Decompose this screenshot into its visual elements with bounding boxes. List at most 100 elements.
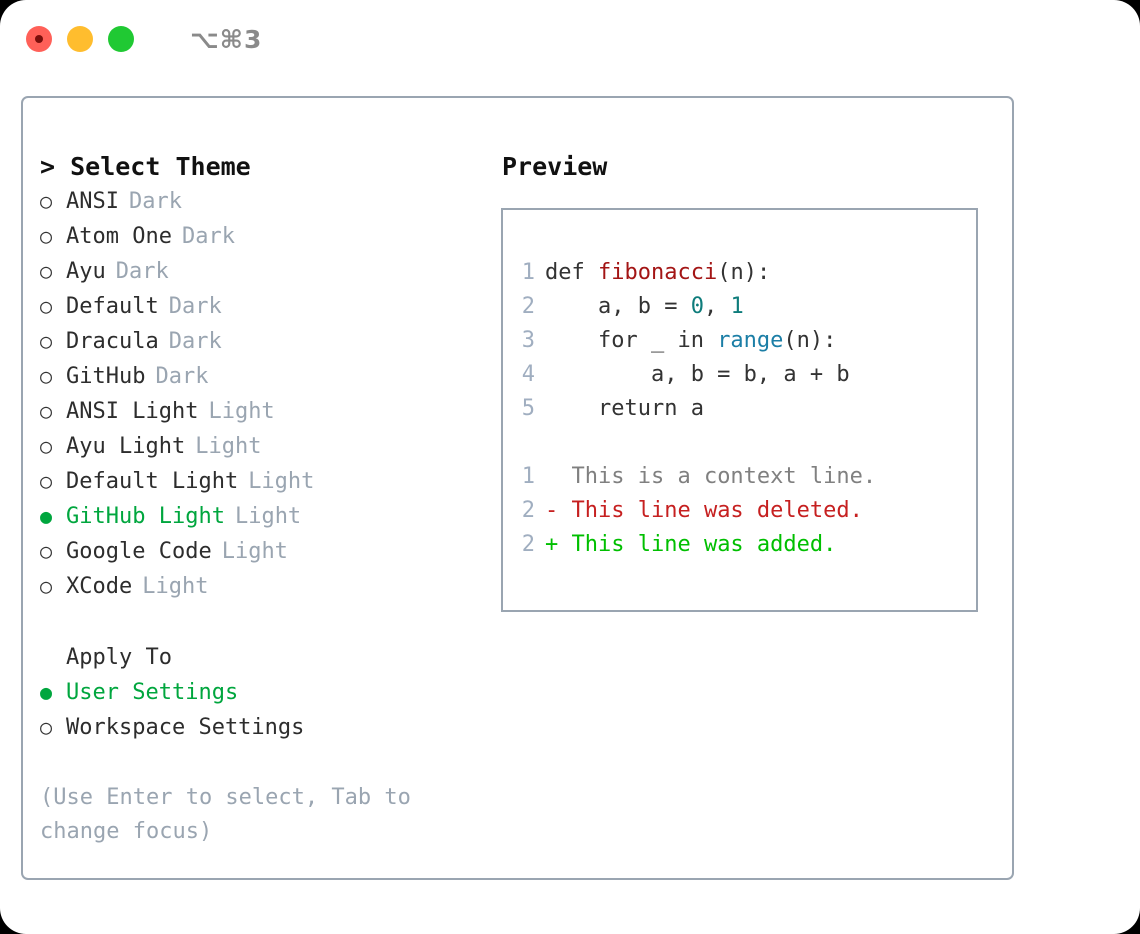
code-content: def fibonacci(n): xyxy=(545,256,770,290)
theme-list[interactable]: ○ ANSI Dark ○ Atom One Dark ○ Ayu Dark xyxy=(40,184,501,604)
preview-box: 1 def fibonacci(n): 2 a, b = 0, 1 3 for … xyxy=(501,208,978,612)
diff-sign: + xyxy=(545,532,559,557)
apply-to-user-settings[interactable]: ● User Settings xyxy=(40,675,501,710)
line-number: 2 xyxy=(521,532,535,557)
theme-name: ANSI Light xyxy=(66,399,199,424)
code-content: a, b = b, a + b xyxy=(545,362,850,387)
diff-text: This line was deleted. xyxy=(558,498,863,523)
diff-sign xyxy=(545,460,558,494)
code-token-number: 1 xyxy=(730,294,744,319)
radio-icon[interactable]: ○ xyxy=(40,294,53,318)
zoom-button[interactable] xyxy=(108,26,134,52)
code-line: 2 a, b = 0, 1 xyxy=(503,290,976,324)
radio-icon[interactable]: ○ xyxy=(40,399,53,423)
code-content: return a xyxy=(545,396,704,421)
apply-to-group[interactable]: ● User Settings ○ Workspace Settings xyxy=(40,675,501,745)
theme-name: GitHub xyxy=(66,364,146,389)
diff-line-context: 1 This is a context line. xyxy=(503,460,976,494)
radio-icon[interactable]: ○ xyxy=(40,189,53,213)
option-label: User Settings xyxy=(66,680,239,705)
code-token-builtin: range xyxy=(717,328,784,353)
theme-variant: Dark xyxy=(168,329,222,354)
theme-variant: Dark xyxy=(155,364,209,389)
preview-title: Preview xyxy=(502,152,608,181)
diff-line-deleted: 2 - This line was deleted. xyxy=(503,494,976,528)
theme-picker-card: > Select Theme ○ ANSI Dark ○ Atom One Da… xyxy=(21,96,1014,880)
code-token: a, b = xyxy=(545,294,691,319)
code-line: 3 for _ in range(n): xyxy=(503,324,976,358)
theme-item-default-dark[interactable]: ○ Default Dark xyxy=(40,289,501,324)
code-line: 5 return a xyxy=(503,392,976,426)
theme-item-google-code-light[interactable]: ○ Google Code Light xyxy=(40,534,501,569)
line-number: 4 xyxy=(521,362,535,387)
radio-icon[interactable]: ○ xyxy=(40,469,53,493)
radio-icon[interactable]: ○ xyxy=(40,329,53,353)
radio-icon-selected[interactable]: ● xyxy=(40,504,53,528)
theme-item-ayu-light[interactable]: ○ Ayu Light Light xyxy=(40,429,501,464)
theme-name: ANSI xyxy=(66,189,119,214)
line-number: 1 xyxy=(521,464,535,489)
code-token: (n): xyxy=(783,328,837,353)
option-label: Workspace Settings xyxy=(66,715,305,740)
diff-sign: - xyxy=(545,498,559,523)
theme-list-pane: > Select Theme ○ ANSI Dark ○ Atom One Da… xyxy=(23,98,501,878)
theme-item-github-dark[interactable]: ○ GitHub Dark xyxy=(40,359,501,394)
code-token: (n): xyxy=(717,260,771,285)
keyboard-shortcut-label: ⌥⌘3 xyxy=(190,24,263,54)
theme-item-ansi-light[interactable]: ○ ANSI Light Light xyxy=(40,394,501,429)
code-token: def xyxy=(545,260,598,285)
radio-icon[interactable]: ○ xyxy=(40,364,53,388)
theme-name: Ayu Light xyxy=(66,434,186,459)
theme-variant: Dark xyxy=(115,259,169,284)
theme-name: XCode xyxy=(66,574,133,599)
radio-icon[interactable]: ○ xyxy=(40,574,53,598)
keyboard-hint-text: (Use Enter to select, Tab to change focu… xyxy=(40,785,411,844)
theme-name: Ayu xyxy=(66,259,106,284)
apply-to-heading: ○ Apply To xyxy=(40,640,501,675)
diff-text: This is a context line. xyxy=(558,464,877,489)
line-number: 3 xyxy=(521,328,535,353)
code-content: a, b = 0, 1 xyxy=(545,290,744,324)
theme-item-github-light[interactable]: ● GitHub Light Light xyxy=(40,499,501,534)
line-number: 1 xyxy=(521,260,535,285)
theme-name: Dracula xyxy=(66,329,159,354)
radio-icon-selected[interactable]: ● xyxy=(40,680,53,704)
line-number: 2 xyxy=(521,294,535,319)
theme-name: Google Code xyxy=(66,539,212,564)
radio-icon[interactable]: ○ xyxy=(40,434,53,458)
theme-item-ansi-dark[interactable]: ○ ANSI Dark xyxy=(40,184,501,219)
line-number: 2 xyxy=(521,498,535,523)
preview-spacer xyxy=(503,426,976,460)
apply-to-workspace-settings[interactable]: ○ Workspace Settings xyxy=(40,710,501,745)
theme-item-ayu-dark[interactable]: ○ Ayu Dark xyxy=(40,254,501,289)
radio-icon[interactable]: ○ xyxy=(40,715,53,739)
theme-variant: Light xyxy=(234,504,302,529)
minimize-button[interactable] xyxy=(67,26,93,52)
line-number: 5 xyxy=(521,396,535,421)
diff-text: This line was added. xyxy=(558,532,837,557)
title-bar: ⌥⌘3 xyxy=(0,0,1140,78)
window-controls xyxy=(26,26,134,52)
theme-variant: Light xyxy=(221,539,288,564)
radio-icon[interactable]: ○ xyxy=(40,539,53,563)
heading-spacer: ○ xyxy=(40,640,66,674)
radio-icon[interactable]: ○ xyxy=(40,224,53,248)
code-token: , xyxy=(703,294,731,319)
theme-variant: Dark xyxy=(128,189,182,214)
diff-line-added: 2 + This line was added. xyxy=(503,528,976,562)
theme-name: Default xyxy=(66,294,159,319)
apply-to-label: Apply To xyxy=(66,645,172,670)
close-button[interactable] xyxy=(26,26,52,52)
code-token: for _ in xyxy=(545,328,718,353)
theme-name: Default Light xyxy=(66,469,239,494)
theme-item-default-light[interactable]: ○ Default Light Light xyxy=(40,464,501,499)
theme-variant: Light xyxy=(248,469,315,494)
code-content: for _ in range(n): xyxy=(545,324,836,358)
theme-item-atom-one-dark[interactable]: ○ Atom One Dark xyxy=(40,219,501,254)
theme-item-xcode-light[interactable]: ○ XCode Light xyxy=(40,569,501,604)
code-token-number: 0 xyxy=(690,294,704,319)
theme-item-dracula-dark[interactable]: ○ Dracula Dark xyxy=(40,324,501,359)
panel-title: > Select Theme xyxy=(40,152,251,181)
radio-icon[interactable]: ○ xyxy=(40,259,53,283)
theme-variant: Dark xyxy=(181,224,235,249)
